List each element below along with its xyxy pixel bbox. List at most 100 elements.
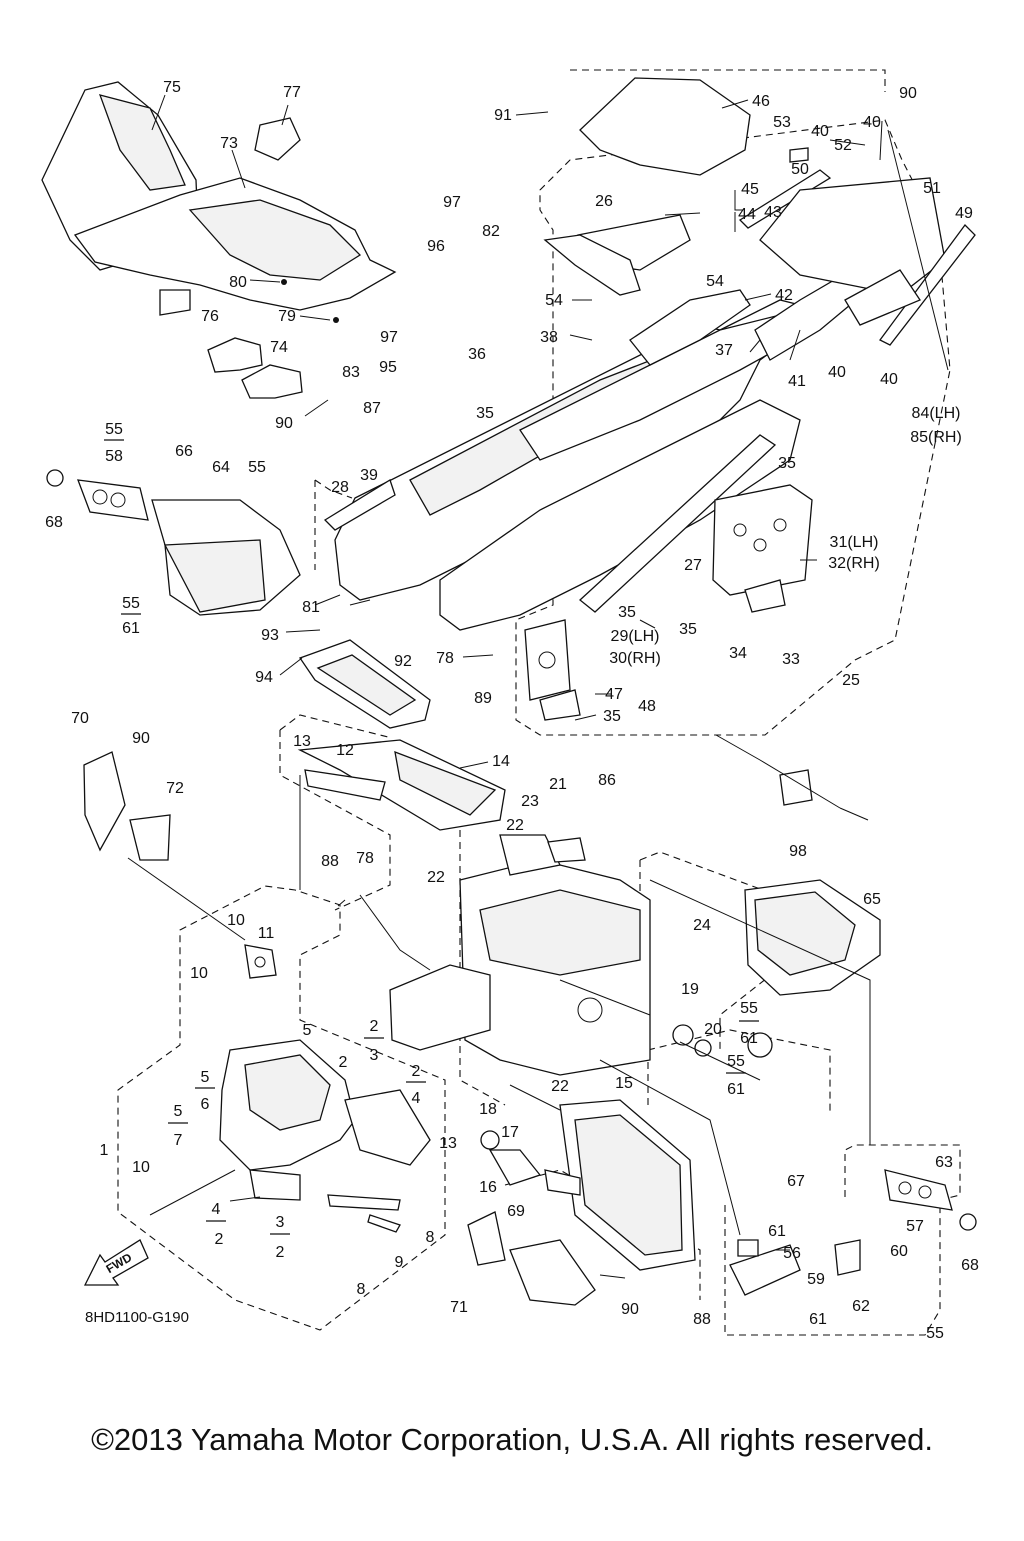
callout-label-20: 20 xyxy=(704,1021,722,1038)
callout-label-8b: 8 xyxy=(357,1281,366,1298)
callout-label-69: 69 xyxy=(507,1203,525,1220)
left-side-parts xyxy=(46,469,301,616)
right-lower-parts xyxy=(672,769,977,1296)
callout-label-78a: 78 xyxy=(436,650,454,667)
callout-label-90d: 90 xyxy=(621,1301,639,1318)
callout-label-79: 79 xyxy=(278,308,296,325)
callout-label-85: 85(RH) xyxy=(910,429,962,446)
callout-label-51: 51 xyxy=(923,180,941,197)
front-suspension-block xyxy=(219,944,431,1233)
callout-label-55a-bot: 58 xyxy=(105,448,123,465)
bracket-29-30 xyxy=(524,619,581,721)
callout-label-59: 59 xyxy=(807,1271,825,1288)
callout-label-67: 67 xyxy=(787,1173,805,1190)
callout-label-1: 1 xyxy=(100,1142,109,1159)
callout-label-45: 45 xyxy=(741,181,759,198)
callout-label-30: 30(RH) xyxy=(609,650,661,667)
callout-label-89: 89 xyxy=(474,690,492,707)
callout-label-95: 95 xyxy=(379,359,397,376)
callout-label-35c: 35 xyxy=(618,604,636,621)
callout-label-90c: 90 xyxy=(132,730,150,747)
callout-label-81: 81 xyxy=(302,599,320,616)
callout-label-2a-bot: 3 xyxy=(370,1047,379,1064)
callout-label-5c-bot: 7 xyxy=(174,1132,183,1149)
main-chassis xyxy=(323,299,813,631)
steering-rail-12-14 xyxy=(297,739,506,831)
callout-label-38: 38 xyxy=(540,329,558,346)
callout-label-3-top: 3 xyxy=(276,1214,285,1231)
callout-label-19: 19 xyxy=(681,981,699,998)
callout-label-55d-bot: 61 xyxy=(727,1081,745,1098)
callout-label-55b-bot: 61 xyxy=(122,620,140,637)
callout-label-40a: 40 xyxy=(811,123,829,140)
callout-label-29: 29(LH) xyxy=(611,628,660,645)
callout-label-31: 31(LH) xyxy=(830,534,879,551)
right-side-parts xyxy=(712,484,813,613)
callout-label-55e: 55 xyxy=(926,1325,944,1342)
callout-label-56: 56 xyxy=(783,1245,801,1262)
callout-label-88a: 88 xyxy=(321,853,339,870)
callout-label-10c: 10 xyxy=(132,1159,150,1176)
callout-label-34: 34 xyxy=(729,645,747,662)
callout-label-53: 53 xyxy=(773,114,791,131)
callout-label-97b: 97 xyxy=(380,329,398,346)
callout-label-65: 65 xyxy=(863,891,881,908)
callout-label-74: 74 xyxy=(270,339,288,356)
callout-label-9: 9 xyxy=(395,1254,404,1271)
callout-label-44: 44 xyxy=(738,206,756,223)
callout-label-90a: 90 xyxy=(275,415,293,432)
callout-label-61b: 61 xyxy=(809,1311,827,1328)
callout-label-68b: 68 xyxy=(961,1257,979,1274)
callout-label-48: 48 xyxy=(638,698,656,715)
callout-label-86: 86 xyxy=(598,772,616,789)
callout-label-35b: 35 xyxy=(778,455,796,472)
callout-label-54b: 54 xyxy=(706,273,724,290)
callout-label-8a: 8 xyxy=(426,1229,435,1246)
callout-label-5b-bot: 6 xyxy=(201,1096,210,1113)
fraction-bars xyxy=(104,439,759,1235)
callout-label-26: 26 xyxy=(595,193,613,210)
callout-label-94: 94 xyxy=(255,669,273,686)
callout-label-36: 36 xyxy=(468,346,486,363)
callout-label-62: 62 xyxy=(852,1298,870,1315)
callout-label-15: 15 xyxy=(615,1075,633,1092)
callout-label-10a: 10 xyxy=(227,912,245,929)
callout-label-46: 46 xyxy=(752,93,770,110)
callout-label-55b-top: 55 xyxy=(122,595,140,612)
callout-label-52: 52 xyxy=(834,137,852,154)
callout-label-66: 66 xyxy=(175,443,193,460)
callout-label-57: 57 xyxy=(906,1218,924,1235)
callout-label-13b: 13 xyxy=(439,1135,457,1152)
callout-label-75: 75 xyxy=(163,79,181,96)
callout-label-4-top: 4 xyxy=(212,1201,221,1218)
callout-label-87: 87 xyxy=(363,400,381,417)
callout-label-4-bot: 2 xyxy=(215,1231,224,1248)
pad-parts xyxy=(207,337,303,399)
callout-label-2a-top: 2 xyxy=(370,1018,379,1035)
callout-label-28: 28 xyxy=(331,479,349,496)
callout-label-72: 72 xyxy=(166,780,184,797)
callout-label-55a-top: 55 xyxy=(105,421,123,438)
callout-label-22b: 22 xyxy=(427,869,445,886)
callout-label-60: 60 xyxy=(890,1243,908,1260)
callout-label-55c-bot: 61 xyxy=(740,1030,758,1047)
callout-label-24: 24 xyxy=(693,917,711,934)
callout-label-5c-top: 5 xyxy=(174,1103,183,1120)
callout-label-88b: 88 xyxy=(693,1311,711,1328)
callout-label-14: 14 xyxy=(492,753,510,770)
callout-label-96: 96 xyxy=(427,238,445,255)
callout-label-40d: 40 xyxy=(880,371,898,388)
callout-label-76: 76 xyxy=(201,308,219,325)
callout-label-50: 50 xyxy=(791,161,809,178)
callout-label-42: 42 xyxy=(775,287,793,304)
callout-label-55d-top: 55 xyxy=(727,1053,745,1070)
callout-label-63: 63 xyxy=(935,1154,953,1171)
callout-label-25: 25 xyxy=(842,672,860,689)
callout-label-2c-top: 2 xyxy=(412,1063,421,1080)
callout-label-39: 39 xyxy=(360,467,378,484)
callout-label-3-bot: 2 xyxy=(276,1244,285,1261)
callout-label-71: 71 xyxy=(450,1299,468,1316)
